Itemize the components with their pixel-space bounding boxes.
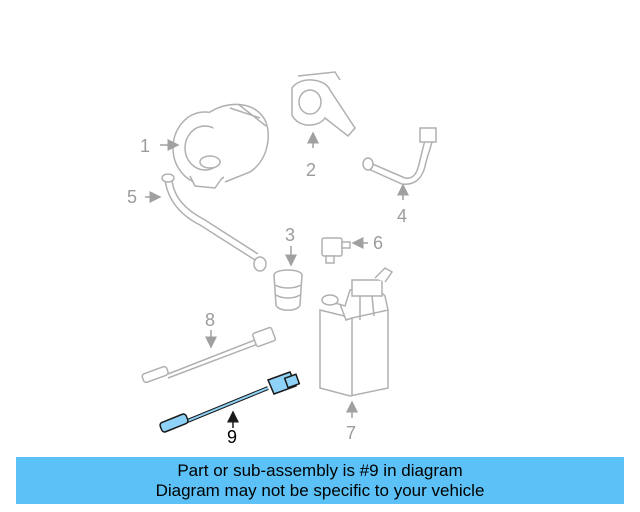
- banner-line-1: Part or sub-assembly is #9 in diagram: [177, 460, 463, 480]
- part-2-bracket: [291, 71, 356, 138]
- callout-4[interactable]: 4: [397, 206, 408, 226]
- callout-1[interactable]: 1: [140, 136, 151, 156]
- part-7-canister: [319, 267, 394, 397]
- banner-line-2: Diagram may not be specific to your vehi…: [155, 480, 485, 500]
- callout-6[interactable]: 6: [373, 233, 384, 253]
- part-4-hose: [362, 127, 437, 185]
- callout-7[interactable]: 7: [346, 423, 357, 443]
- callout-2[interactable]: 2: [306, 160, 317, 180]
- callout-8[interactable]: 8: [205, 310, 216, 330]
- parts-diagram: [141, 71, 437, 433]
- info-banner: Part or sub-assembly is #9 in diagram Di…: [16, 457, 624, 504]
- part-6-valve: [321, 237, 351, 264]
- part-5-pipe: [161, 173, 267, 272]
- part-9-oxygen-sensor: [159, 371, 301, 433]
- callout-3[interactable]: 3: [285, 225, 296, 245]
- callout-5[interactable]: 5: [127, 187, 138, 207]
- part-3-boot: [273, 269, 303, 311]
- part-1-air-pump: [172, 103, 269, 189]
- callout-9[interactable]: 9: [227, 427, 238, 447]
- part-8-sensor: [141, 326, 276, 384]
